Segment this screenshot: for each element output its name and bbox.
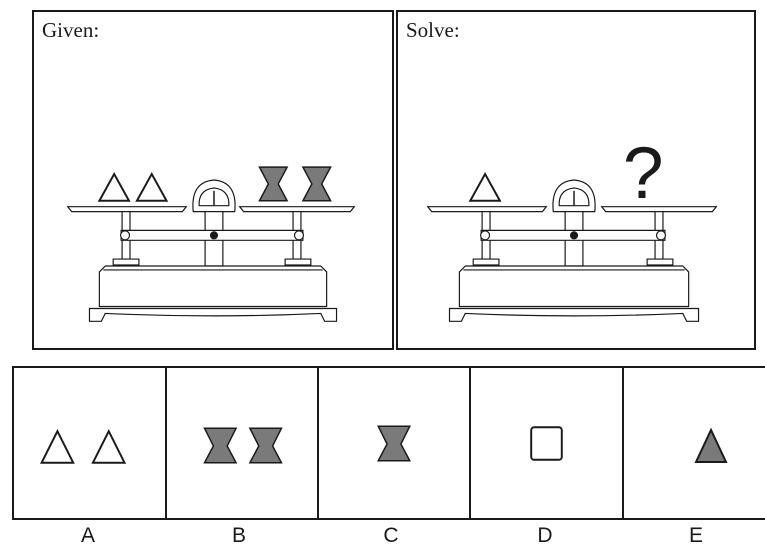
white-triangle-icon bbox=[468, 172, 502, 202]
white-triangle-icon bbox=[40, 428, 75, 464]
option-e[interactable] bbox=[624, 368, 765, 518]
given-scale-scene bbox=[66, 166, 356, 322]
option-c[interactable] bbox=[319, 368, 471, 518]
given-panel: Given: bbox=[32, 10, 394, 350]
answer-options bbox=[12, 366, 765, 520]
white-triangle-icon bbox=[97, 172, 131, 202]
solve-scale-scene: ? bbox=[426, 133, 718, 322]
option-d-label: D bbox=[537, 524, 553, 547]
gray-hourglass-icon bbox=[248, 427, 283, 464]
gray-hourglass-icon bbox=[301, 166, 332, 202]
white-square-icon bbox=[530, 426, 563, 461]
gray-hourglass-icon bbox=[376, 425, 412, 462]
option-e-label: E bbox=[688, 524, 703, 547]
left-pan bbox=[66, 206, 188, 213]
solve-panel: Solve: ? bbox=[396, 10, 756, 350]
right-pan bbox=[238, 206, 356, 213]
option-a[interactable] bbox=[14, 368, 167, 518]
white-triangle-icon bbox=[91, 428, 127, 464]
question-mark: ? bbox=[623, 133, 664, 214]
option-b-label: B bbox=[231, 524, 246, 547]
scale-base bbox=[98, 265, 328, 308]
gray-triangle-icon bbox=[694, 427, 728, 463]
option-a-label: A bbox=[80, 524, 95, 547]
option-d[interactable] bbox=[471, 368, 624, 518]
gray-hourglass-icon bbox=[258, 166, 289, 202]
gray-hourglass-icon bbox=[203, 427, 238, 464]
option-b[interactable] bbox=[167, 368, 319, 518]
solve-title: Solve: bbox=[406, 18, 460, 42]
option-c-label: C bbox=[383, 524, 399, 547]
white-triangle-icon bbox=[135, 172, 169, 202]
given-title: Given: bbox=[42, 18, 100, 42]
